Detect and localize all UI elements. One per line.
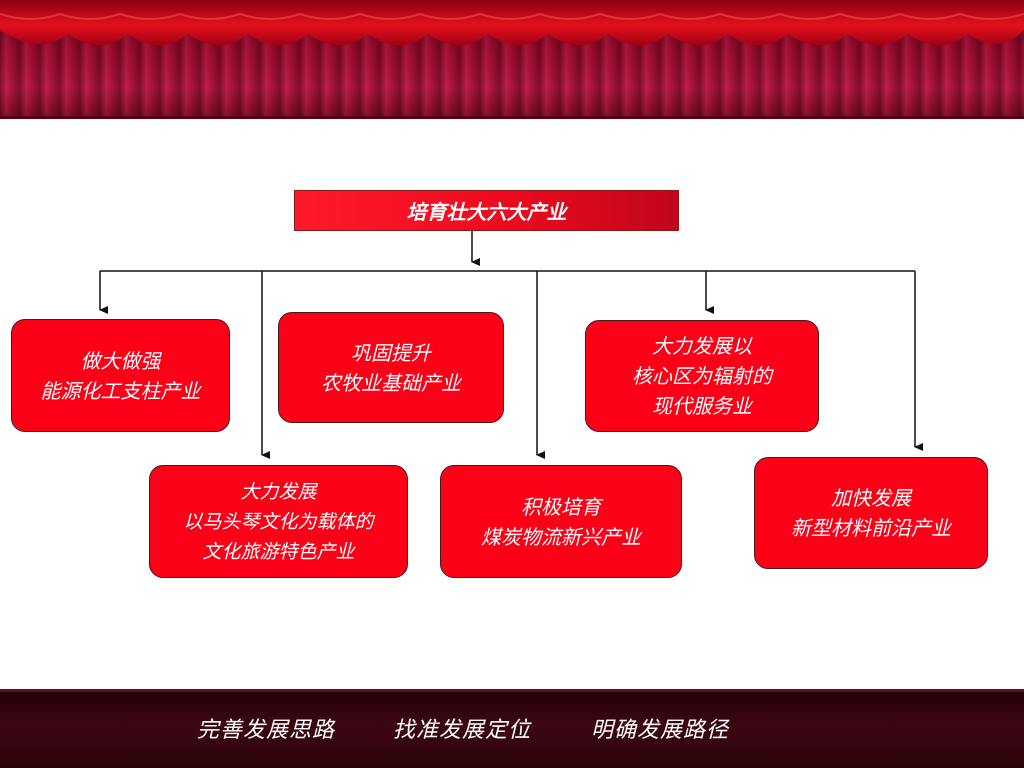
node-coal-line-1: 积极培育 xyxy=(521,494,601,519)
curtain-edge xyxy=(0,116,1024,119)
footer-band xyxy=(0,689,1024,768)
root-node: 培育壮大六大产业 xyxy=(294,190,679,231)
footer-item-1: 完善发展思路 xyxy=(197,718,336,743)
footer-item-3: 明确发展路径 xyxy=(591,718,730,743)
node-agri-line-1: 巩固提升 xyxy=(351,340,431,365)
node-energy-line-2: 能源化工支柱产业 xyxy=(40,378,201,403)
footer-item-2: 找准发展定位 xyxy=(393,718,532,743)
node-coal-line-2: 煤炭物流新兴产业 xyxy=(481,524,641,549)
node-service: 大力发展以 核心区为辐射的 现代服务业 xyxy=(585,320,819,432)
root-node-label: 培育壮大六大产业 xyxy=(406,200,567,224)
node-agri-line-2: 农牧业基础产业 xyxy=(321,370,461,395)
node-tourism-line-1: 大力发展 xyxy=(240,480,317,503)
node-service-line-2: 核心区为辐射的 xyxy=(632,364,772,388)
curtain-valance xyxy=(0,0,1024,45)
node-materials: 加快发展 新型材料前沿产业 xyxy=(754,457,988,569)
node-materials-line-1: 加快发展 xyxy=(831,486,911,510)
node-tourism: 大力发展 以马头琴文化为载体的 文化旅游特色产业 xyxy=(149,465,408,578)
node-energy: 做大做强 能源化工支柱产业 xyxy=(11,319,230,432)
node-service-line-3: 现代服务业 xyxy=(652,394,752,418)
node-coal: 积极培育 煤炭物流新兴产业 xyxy=(440,465,682,578)
node-service-line-1: 大力发展以 xyxy=(652,334,752,358)
node-tourism-line-3: 文化旅游特色产业 xyxy=(202,540,355,563)
node-agri: 巩固提升 农牧业基础产业 xyxy=(278,312,504,423)
node-energy-line-1: 做大做强 xyxy=(80,348,161,373)
node-materials-line-2: 新型材料前沿产业 xyxy=(791,516,951,540)
node-tourism-line-2: 以马头琴文化为载体的 xyxy=(183,510,374,533)
